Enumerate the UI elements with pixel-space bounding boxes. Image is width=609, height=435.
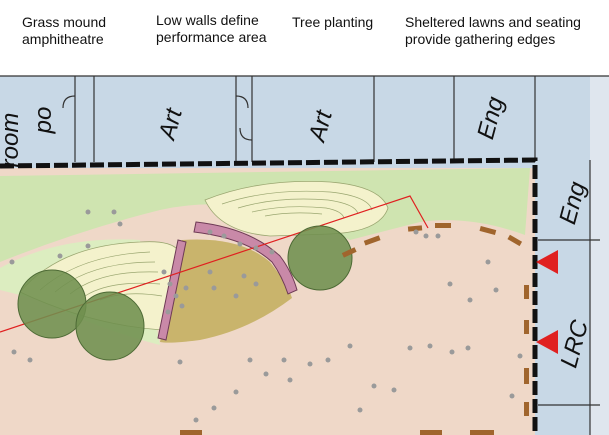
- label-low-walls-line1: Low walls define: [156, 12, 259, 28]
- label-tree-planting-line1: Tree planting: [292, 14, 374, 30]
- building-north: [0, 76, 609, 168]
- building-wall: [0, 157, 538, 435]
- people-markers: [9, 209, 523, 423]
- low-wall-straight: [157, 239, 187, 341]
- label-low-walls-line2: performance area: [156, 29, 267, 45]
- label-grass-mound-line2: amphitheatre: [22, 31, 104, 47]
- label-low-walls: Low walls define performance area: [156, 12, 267, 46]
- label-sheltered-line1: Sheltered lawns and seating: [405, 14, 581, 30]
- benches: [180, 223, 529, 435]
- room-label-top: od: [32, 107, 59, 134]
- corridor-east: [590, 76, 609, 435]
- entry-arrow-2: [536, 330, 558, 354]
- lawn: [0, 168, 530, 262]
- north-mound-lines: [221, 190, 373, 219]
- tree-2: [75, 291, 145, 361]
- label-sheltered-line2: provide gathering edges: [405, 31, 556, 47]
- label-tree-planting: Tree planting: [292, 14, 373, 31]
- performance-area: [160, 239, 292, 343]
- north-mound: [204, 180, 389, 237]
- low-wall-curved: [193, 221, 298, 295]
- entry-arrow-1: [536, 250, 558, 274]
- sightline: [0, 195, 429, 333]
- label-grass-mound: Grass mound amphitheatre: [22, 14, 106, 48]
- room-partitions: [0, 75, 609, 435]
- label-grass-mound-line1: Grass mound: [22, 14, 107, 30]
- room-label-bottom: room: [0, 113, 24, 168]
- label-sheltered: Sheltered lawns and seating provide gath…: [405, 14, 581, 48]
- tree-3: [287, 225, 353, 291]
